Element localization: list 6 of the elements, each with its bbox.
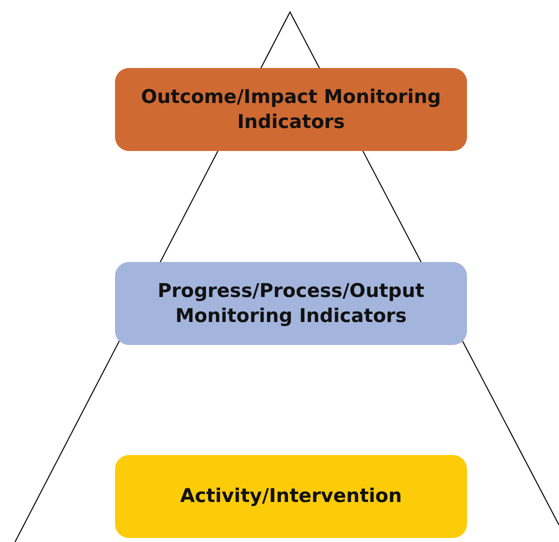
level-label: Progress/Process/Output Monitoring Indicators bbox=[156, 278, 426, 328]
level-label: Activity/Intervention bbox=[180, 484, 402, 509]
level-box bbox=[115, 455, 467, 538]
level-box bbox=[115, 68, 467, 151]
level-box bbox=[115, 262, 467, 345]
level-label: Outcome/Impact Monitoring Indicators bbox=[140, 84, 442, 134]
